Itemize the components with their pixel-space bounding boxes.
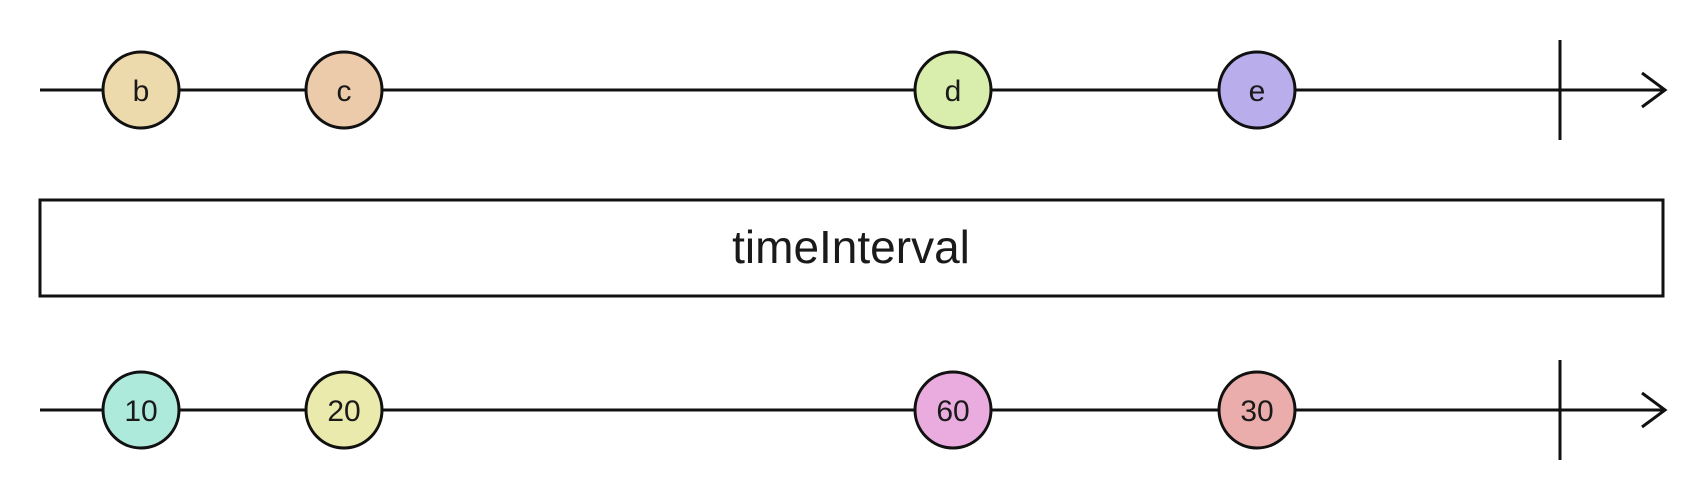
input-marble-circle <box>913 50 993 130</box>
input-marble: b <box>101 50 181 130</box>
output-marble-circle <box>913 370 993 450</box>
input-marble-label: e <box>1249 75 1266 108</box>
input-marble-label: d <box>945 75 962 108</box>
input-marble: d <box>913 50 993 130</box>
operator-label: timeInterval <box>732 221 970 273</box>
input-marble: e <box>1217 50 1297 130</box>
input-marble-label: b <box>133 75 150 108</box>
input-marble-circle <box>304 50 384 130</box>
output-timeline: 10 20 60 30 <box>40 360 1668 460</box>
output-marble: 30 <box>1217 370 1297 450</box>
operator-box: timeInterval <box>38 198 1665 298</box>
output-marble: 20 <box>304 370 384 450</box>
output-marble: 10 <box>101 370 181 450</box>
output-marble-circle <box>304 370 384 450</box>
output-marble-label: 10 <box>124 395 157 428</box>
operator-box-frame <box>38 198 1665 298</box>
input-timeline-arrowhead <box>1641 71 1668 109</box>
output-marble-circle <box>1217 370 1297 450</box>
input-marble-circle <box>1217 50 1297 130</box>
output-marble: 60 <box>913 370 993 450</box>
input-timeline: b c d e <box>40 40 1668 140</box>
output-timeline-arrowhead <box>1641 391 1668 429</box>
input-marble-circle <box>101 50 181 130</box>
input-marble: c <box>304 50 384 130</box>
output-marble-label: 30 <box>1240 395 1273 428</box>
output-marble-circle <box>101 370 181 450</box>
input-marble-label: c <box>337 75 352 108</box>
output-marble-label: 60 <box>936 395 969 428</box>
output-marble-label: 20 <box>327 395 360 428</box>
